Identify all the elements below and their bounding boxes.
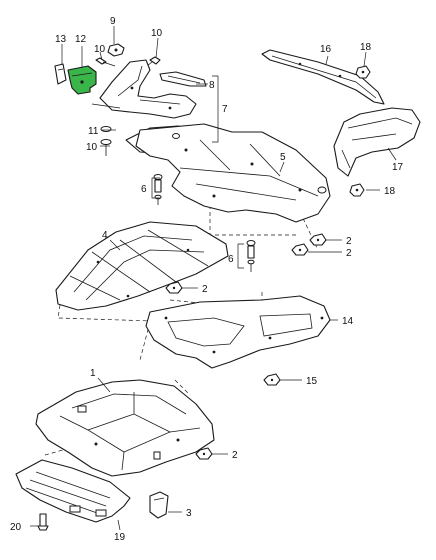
callout-1: 1 <box>90 368 96 379</box>
callout-3: 3 <box>186 508 192 519</box>
callout-6-left: 6 <box>141 184 147 195</box>
callout-6-right: 6 <box>228 254 234 265</box>
callout-13: 13 <box>55 34 67 45</box>
callout-4: 4 <box>102 230 108 241</box>
callout-14: 14 <box>342 316 354 327</box>
part-2-nut-c <box>165 281 183 294</box>
callout-9: 9 <box>110 16 116 27</box>
part-3-block <box>149 491 169 519</box>
part-10-bolt-lower <box>100 139 112 156</box>
callout-16: 16 <box>320 44 332 55</box>
callout-2-c: 2 <box>202 284 208 295</box>
part-1-main-underbody-panel <box>35 379 215 477</box>
part-13-clip <box>54 63 67 85</box>
callout-2-b: 2 <box>346 248 352 259</box>
part-12-bracket-highlighted <box>67 65 97 95</box>
callout-12: 12 <box>75 34 87 45</box>
part-18-clip-upper <box>355 65 371 79</box>
callout-labels: 13 12 10 9 10 8 7 11 10 5 6 6 4 2 2 2 14… <box>10 16 404 543</box>
callout-18-upper: 18 <box>360 42 372 53</box>
leader-lines <box>30 26 397 531</box>
part-6-bolt-set-right <box>246 240 256 272</box>
part-2-nut-b <box>291 243 309 256</box>
part-18-clip-lower <box>349 183 365 197</box>
callout-10-upper-right: 10 <box>151 28 163 39</box>
callout-7: 7 <box>222 104 228 115</box>
callout-10-upper-left: 10 <box>94 44 106 55</box>
part-2-nut-d <box>195 447 213 460</box>
callout-8: 8 <box>209 80 215 91</box>
callout-19: 19 <box>114 532 126 543</box>
callout-20: 20 <box>10 522 22 533</box>
part-9-nut <box>107 43 125 57</box>
callout-2-d: 2 <box>232 450 238 461</box>
part-14-rear-frame <box>145 295 331 369</box>
part-4-lattice-panel <box>55 221 229 311</box>
part-20-screw <box>37 513 49 531</box>
part-15-nut <box>263 373 281 386</box>
part-8-reinforcement-strip <box>159 71 207 87</box>
part-5-cross-member <box>135 123 331 223</box>
part-16-rail <box>261 49 385 105</box>
part-6-bolt-set-left <box>153 174 163 205</box>
part-10-bolt-upper-left <box>95 57 116 67</box>
callout-10-lower: 10 <box>86 142 98 153</box>
callout-15: 15 <box>306 376 318 387</box>
callout-5: 5 <box>280 152 286 163</box>
part-2-nut-a <box>309 233 327 246</box>
part-7-bracket-assembly <box>99 59 197 119</box>
callout-11: 11 <box>88 126 99 137</box>
part-17-air-duct <box>333 107 421 177</box>
callout-2-a: 2 <box>346 236 352 247</box>
callout-17: 17 <box>392 162 404 173</box>
callout-18-lower: 18 <box>384 186 396 197</box>
part-11-washer <box>100 126 112 132</box>
part-19-skid-plate <box>15 459 131 523</box>
